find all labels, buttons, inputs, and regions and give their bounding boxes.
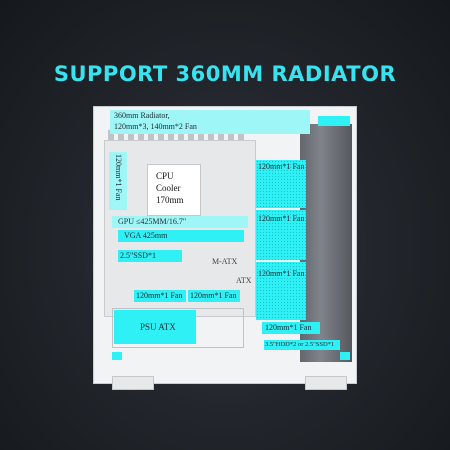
front-fan-1-label: 120mm*1 Fan xyxy=(258,162,305,171)
case-foot-right xyxy=(305,376,347,390)
radiator-label-line2: 120mm*3, 140mm*2 Fan xyxy=(114,122,197,131)
radiator-label-line1: 360mm Radiator, xyxy=(114,111,170,120)
cpu-cooler-line1: CPU xyxy=(156,171,174,181)
bottom-fan-1: 120mm*1 Fan xyxy=(134,290,186,302)
bottom-right-fan: 120mm*1 Fan xyxy=(262,322,320,334)
vga-zone: VGA 425mm xyxy=(118,230,244,242)
front-fan-3: 120mm*1 Fan xyxy=(256,262,306,320)
front-fan-1: 120mm*1 Fan xyxy=(256,160,306,208)
gpu-label: GPU ≤425MM/16.7" xyxy=(118,217,187,226)
gpu-zone: GPU ≤425MM/16.7" xyxy=(112,216,248,228)
vga-label: VGA 425mm xyxy=(124,231,168,240)
bottom-fan-2-label: 120mm*1 Fan xyxy=(190,291,237,300)
top-radiator-zone: 360mm Radiator, 120mm*3, 140mm*2 Fan xyxy=(110,110,310,134)
case-foot-left xyxy=(112,376,154,390)
cpu-cooler: CPU Cooler 170mm xyxy=(147,164,201,216)
top-vent-grille xyxy=(108,130,248,140)
hdd-zone: 3.5"HDD*2 or 2.5"SSD*1 xyxy=(264,340,340,350)
atx-label: ATX xyxy=(236,276,252,285)
matx-label: M-ATX xyxy=(212,257,238,266)
hdd-label: 3.5"HDD*2 or 2.5"SSD*1 xyxy=(265,341,335,348)
front-fan-3-label: 120mm*1 Fan xyxy=(258,269,305,278)
bottom-right-tab xyxy=(340,352,350,360)
rear-fan-zone: 120mm*1 Fan xyxy=(109,152,127,210)
cpu-cooler-line3: 170mm xyxy=(156,195,184,205)
headline: SUPPORT 360MM RADIATOR xyxy=(53,62,397,86)
bottom-left-tab xyxy=(112,352,122,360)
bottom-right-fan-label: 120mm*1 Fan xyxy=(265,323,312,332)
psu-zone: PSU ATX xyxy=(114,310,196,344)
bottom-fan-2: 120mm*1 Fan xyxy=(188,290,240,302)
rear-fan-label: 120mm*1 Fan xyxy=(114,154,123,201)
psu-label: PSU ATX xyxy=(140,322,176,332)
top-fan-strip xyxy=(318,116,350,126)
psu-frame xyxy=(112,308,244,348)
front-fan-2: 120mm*1 Fan xyxy=(256,210,306,260)
bottom-fan-1-label: 120mm*1 Fan xyxy=(136,291,183,300)
ssd-zone: 2.5"SSD*1 xyxy=(118,250,182,262)
ssd-label: 2.5"SSD*1 xyxy=(120,251,156,260)
cpu-cooler-line2: Cooler xyxy=(156,183,181,193)
front-fan-2-label: 120mm*1 Fan xyxy=(258,214,305,223)
